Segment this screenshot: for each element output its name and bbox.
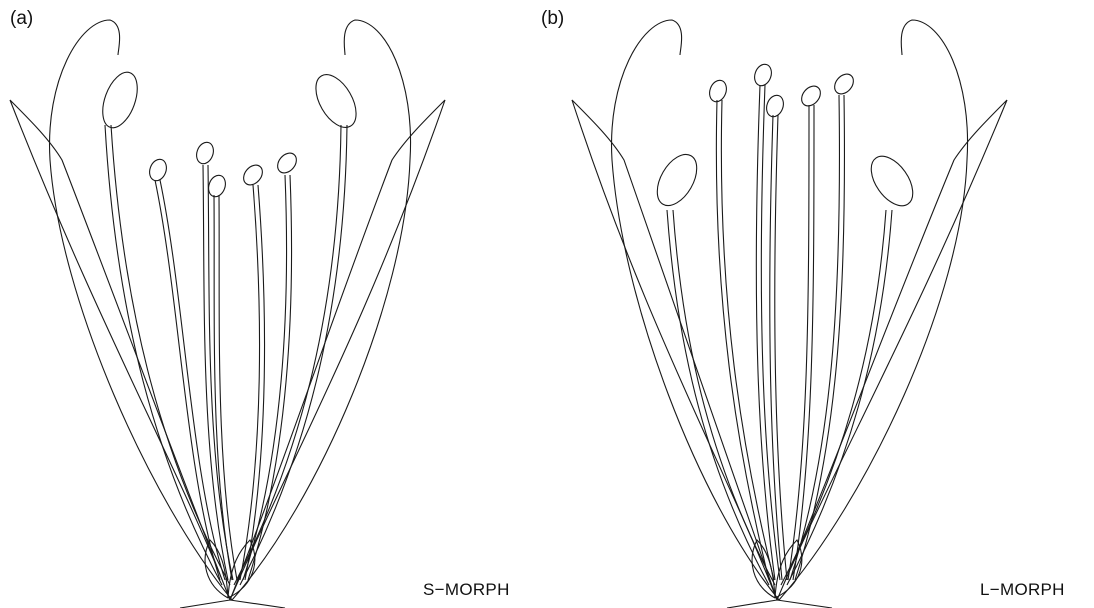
panel-s-morph: (a) S−MORPH [0, 0, 547, 608]
flower-diagram-s-morph [0, 0, 547, 608]
style [243, 175, 292, 580]
stigma [240, 161, 266, 188]
calyx-base [727, 600, 832, 608]
stigma [798, 82, 824, 109]
stamen-anther [96, 68, 144, 133]
stigma [707, 78, 730, 104]
stamen-filament [105, 125, 230, 585]
morph-label: S−MORPH [423, 580, 510, 600]
stigma [274, 149, 300, 176]
stigma [752, 62, 775, 88]
stigma [147, 157, 170, 183]
stamen-anther [649, 148, 705, 212]
panel-l-morph: (b) L−MORPH [547, 0, 1094, 608]
calyx-base [180, 600, 285, 608]
stigma [194, 140, 217, 166]
stigma [831, 70, 857, 97]
stamen-filament [781, 210, 892, 585]
flower-diagram-l-morph [547, 0, 1094, 608]
panel-label: (a) [10, 8, 33, 30]
calyx-left [10, 100, 230, 600]
stigma [764, 93, 787, 119]
stamen-anther [863, 149, 921, 213]
stamen-anther [308, 68, 365, 134]
morph-label: L−MORPH [980, 580, 1065, 600]
stigma [206, 173, 229, 199]
style [788, 105, 814, 580]
panel-label: (b) [541, 8, 564, 30]
style [240, 185, 265, 580]
